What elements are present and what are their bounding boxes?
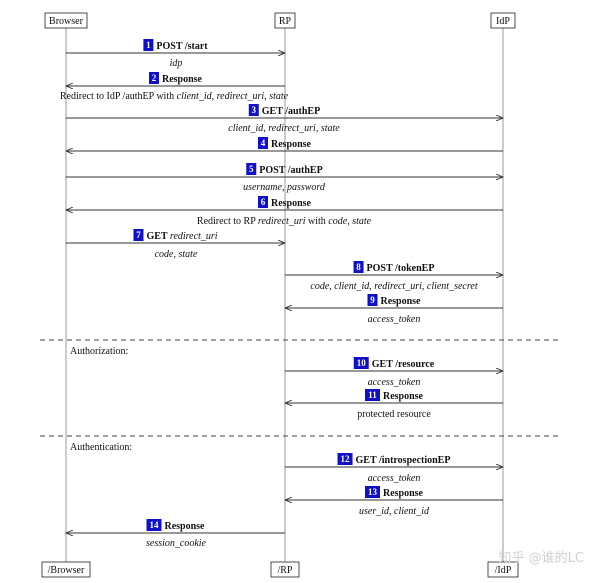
svg-text:IdP: IdP xyxy=(496,16,510,27)
message-parameters: idp xyxy=(170,58,183,69)
message-number: 12 xyxy=(341,454,351,464)
message-number: 7 xyxy=(136,230,141,240)
message-number: 3 xyxy=(252,105,257,115)
message-title: Response xyxy=(383,391,424,402)
message-number-badge xyxy=(133,229,144,241)
message-number: 9 xyxy=(370,295,375,305)
message-9: 9 Response access_token xyxy=(285,294,503,325)
message-title: Response xyxy=(271,139,312,150)
message-4: 4 Response xyxy=(66,137,503,151)
message-3: 3 GET /authEP client_id, redirect_uri, sta… xyxy=(66,104,503,134)
watermark: 知乎 @谁的LC xyxy=(499,550,584,566)
message-title: GET redirect_uri xyxy=(146,231,217,242)
browser-end-participant: /Browser xyxy=(41,561,91,578)
message-parameters: client_id, redirect_uri, state xyxy=(228,123,340,134)
message-parameters: username, password xyxy=(243,182,326,193)
message-number-badge xyxy=(353,357,369,369)
svg-text:/Browser: /Browser xyxy=(48,565,85,576)
rp-participant: RP xyxy=(274,12,296,29)
message-number-badge xyxy=(257,196,268,208)
idp-participant: IdP xyxy=(490,12,516,29)
message-number-badge xyxy=(337,453,353,465)
message-number-badge xyxy=(364,486,380,498)
message-parameters: Redirect to RP redirect_uri with code, s… xyxy=(197,216,372,227)
message-number-badge xyxy=(248,104,259,116)
message-12: 12 GET /introspectionEP access_token xyxy=(285,453,503,484)
message-13: 13 Response user_id, client_id xyxy=(285,486,503,517)
message-7: 7 GET redirect_uri code, state xyxy=(66,229,285,260)
browser-participant: Browser xyxy=(44,12,88,29)
message-5: 5 POST /authEP username, password xyxy=(66,163,503,193)
message-number: 11 xyxy=(368,390,377,400)
message-parameters: code, state xyxy=(155,249,198,260)
message-number: 4 xyxy=(261,138,266,148)
message-number: 1 xyxy=(146,40,151,50)
message-8: 8 POST /tokenEP code, client_id, redirect_… xyxy=(285,261,503,292)
message-number: 14 xyxy=(149,520,159,530)
message-parameters: session_cookie xyxy=(146,538,207,549)
rp-end-participant: /RP xyxy=(270,561,300,578)
message-number: 2 xyxy=(152,73,157,83)
message-title: Response xyxy=(162,74,203,85)
message-14: 14 Response session_cookie xyxy=(66,519,285,549)
message-title: Response xyxy=(383,488,424,499)
message-11: 11 Response protected resource xyxy=(285,389,503,420)
message-number-badge xyxy=(246,163,257,175)
message-number-badge xyxy=(148,72,159,84)
message-parameters: access_token xyxy=(368,314,421,325)
message-title: Response xyxy=(271,198,312,209)
svg-text:RP: RP xyxy=(279,16,292,27)
message-number: 8 xyxy=(356,262,361,272)
message-title: Response xyxy=(164,521,205,532)
message-title: GET /authEP xyxy=(262,106,320,117)
message-parameters: Redirect to IdP /authEP with client_id, … xyxy=(60,91,289,102)
svg-text:/RP: /RP xyxy=(277,565,292,576)
svg-text:/IdP: /IdP xyxy=(495,565,512,576)
message-title: POST /authEP xyxy=(259,165,322,176)
message-number-badge xyxy=(353,261,364,273)
message-1: 1 POST /start idp xyxy=(66,39,285,69)
message-parameters: user_id, client_id xyxy=(359,506,430,517)
message-title: GET /introspectionEP xyxy=(356,455,451,466)
authorization-label: Authorization: xyxy=(70,346,128,357)
message-number-badge xyxy=(146,519,162,531)
message-number: 6 xyxy=(261,197,266,207)
idp-end-participant: /IdP xyxy=(487,561,519,578)
message-number: 10 xyxy=(357,358,367,368)
message-title: POST /start xyxy=(156,41,208,52)
message-title: GET /resource xyxy=(372,359,435,370)
message-number: 13 xyxy=(368,487,378,497)
message-title: POST /tokenEP xyxy=(367,263,435,274)
message-number-badge xyxy=(364,389,380,401)
message-parameters: access_token xyxy=(368,377,421,388)
message-title: Response xyxy=(380,296,421,307)
authentication-label: Authentication: xyxy=(70,442,132,453)
message-number-badge xyxy=(367,294,378,306)
message-parameters: protected resource xyxy=(357,409,431,420)
message-number-badge xyxy=(143,39,154,51)
message-parameters: access_token xyxy=(368,473,421,484)
message-10: 10 GET /resource access_token xyxy=(285,357,503,388)
message-parameters: code, client_id, redirect_uri, client_se… xyxy=(310,281,477,292)
message-number: 5 xyxy=(249,164,254,174)
svg-text:Browser: Browser xyxy=(49,16,84,27)
message-number-badge xyxy=(257,137,268,149)
